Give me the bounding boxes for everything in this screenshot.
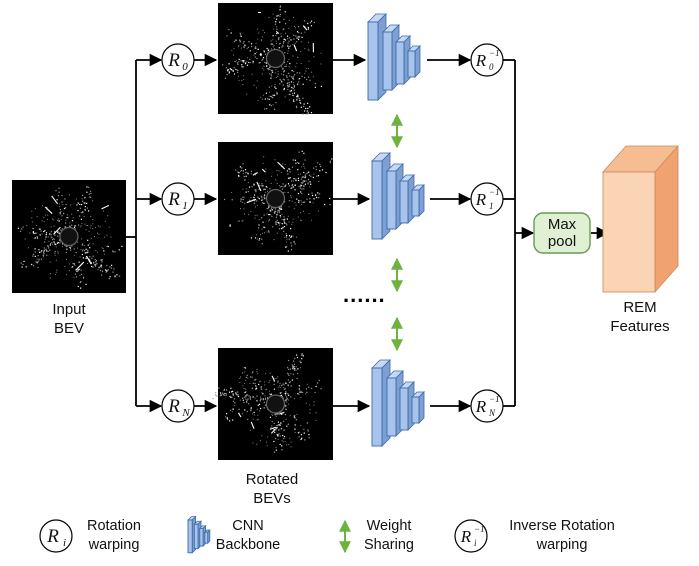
inverse-rotation-r0: R 0 −1: [470, 43, 504, 77]
maxpool-label-line1: Max: [548, 216, 577, 233]
legend-r-symbol: R: [46, 526, 59, 547]
r1-subscript: 1: [182, 200, 188, 212]
legend-rotation-line2: warping: [88, 537, 140, 553]
bev-scan-1: [221, 5, 323, 115]
rotation-warping-r0: R 0: [161, 43, 195, 77]
legend-cnn-mini-layer-4: [203, 529, 211, 545]
maxpool-label-line2: pool: [548, 233, 576, 250]
legend-rinv-subscript: i: [474, 538, 477, 548]
r-to-bev-arrows: [194, 53, 218, 413]
cnn-backbone-n-layer-4: [411, 391, 425, 424]
rem-features-block: [602, 144, 679, 294]
rotated-label-line1: Rotated: [246, 471, 299, 488]
input-bev-image: [12, 180, 126, 293]
cnn-backbone-n: [371, 359, 425, 447]
legend-rinv-superscript: −1: [474, 524, 485, 534]
rem-label-line2: Features: [610, 318, 669, 335]
rn-subscript: N: [181, 407, 190, 419]
r0-subscript: 0: [182, 61, 188, 73]
legend-inverse-line2: warping: [536, 537, 588, 553]
bev-scan-3: [212, 353, 322, 453]
rotated-bev-0: [218, 3, 333, 115]
legend: R i Rotation warping CNN Backbone Weight…: [39, 515, 615, 554]
r1-inv-subscript: 1: [489, 201, 494, 211]
r0-symbol: R: [167, 50, 180, 71]
legend-cnn-line2: Backbone: [216, 537, 281, 553]
cnn-backbone-0-layer-4: [407, 45, 421, 78]
cnn-backbone-1: [371, 152, 425, 240]
cnn-backbone-0: [367, 13, 421, 101]
r0-inv-superscript: −1: [489, 48, 500, 58]
legend-inverse-rotation-icon: R i −1: [454, 519, 488, 553]
legend-rotation-warping-icon: R i: [39, 519, 73, 553]
cnn-to-inverse-arrows: [427, 53, 472, 413]
rotated-bev-1: [218, 142, 333, 255]
maxpool-block: Max pool: [533, 212, 591, 254]
rotation-warping-r1: R 1: [161, 182, 195, 216]
input-label-line2: BEV: [54, 320, 84, 337]
legend-weight-line1: Weight: [367, 518, 412, 534]
legend-rinv-symbol: R: [460, 527, 472, 546]
legend-inverse-line1: Inverse Rotation: [509, 518, 615, 534]
ellipsis: ......: [343, 282, 386, 307]
rotation-warping-rn: R N: [161, 389, 195, 423]
legend-cnn-icon: [187, 515, 211, 554]
rn-inv-subscript: N: [488, 408, 496, 418]
rn-symbol: R: [167, 396, 180, 417]
input-label-line1: Input: [52, 301, 86, 318]
r0-inv-subscript: 0: [489, 62, 494, 72]
rem-label-line1: REM: [623, 299, 656, 316]
rn-inv-symbol: R: [475, 397, 487, 416]
r1-inv-symbol: R: [475, 190, 487, 209]
legend-weight-line2: Sharing: [364, 537, 414, 553]
r0-inv-symbol: R: [475, 51, 487, 70]
legend-cnn-line1: CNN: [232, 518, 263, 534]
cnn-backbone-1-layer-4: [411, 184, 425, 217]
r1-inv-superscript: −1: [489, 187, 500, 197]
rotated-label-line2: BEVs: [253, 490, 291, 507]
r1-symbol: R: [167, 189, 180, 210]
rotated-bev-n: [212, 348, 333, 460]
legend-cnn-mini: [187, 515, 211, 554]
bev-scan-2: [223, 150, 333, 252]
legend-r-subscript: i: [63, 537, 66, 549]
bev-to-cnn-arrows: [333, 53, 371, 413]
inverse-rotation-rn: R N −1: [470, 389, 504, 423]
legend-rotation-line1: Rotation: [87, 518, 141, 534]
input-bev-scan: [17, 186, 123, 289]
cnn-backbones: [367, 13, 425, 447]
split-connector: [126, 53, 163, 413]
inverse-rotation-r1: R 1 −1: [470, 182, 504, 216]
rn-inv-superscript: −1: [489, 394, 500, 404]
